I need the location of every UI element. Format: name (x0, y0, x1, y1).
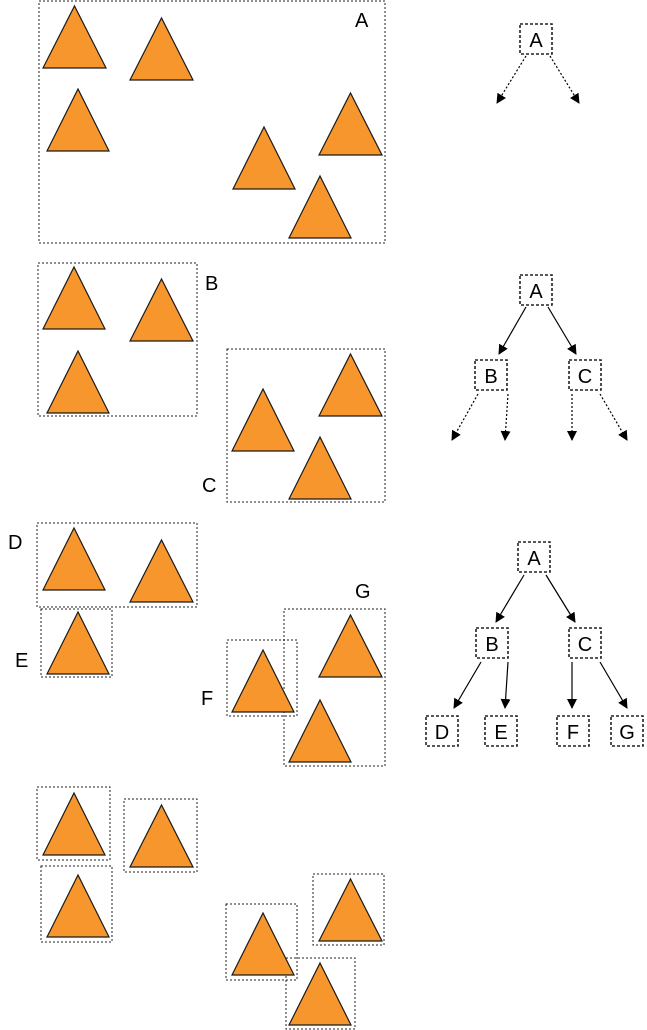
triangle (318, 352, 383, 417)
triangle (231, 911, 295, 976)
tree-node-a (519, 23, 553, 55)
bounding-box-c (226, 348, 386, 503)
tree-node-label-a: A (527, 548, 541, 570)
triangle (129, 16, 194, 81)
tree-node-c (568, 627, 602, 659)
tree-node-label-c: C (578, 634, 592, 656)
leaf-box (225, 903, 298, 981)
box-label-g: G (355, 581, 371, 603)
triangles-stage-1 (42, 4, 383, 239)
triangle (318, 91, 383, 156)
leaf-box (285, 957, 356, 1030)
tree-stage-3: A B C D E F G (425, 541, 644, 747)
tree-edge-pending (451, 393, 479, 441)
tree-node-label-g: G (619, 722, 635, 744)
tree-stage-2: A B C (451, 274, 628, 441)
tree-edge-pending (500, 393, 511, 441)
tree-edge (500, 661, 511, 709)
tree-node-a (517, 541, 551, 573)
triangle (318, 877, 383, 942)
triangle (46, 87, 110, 152)
box-label-d: D (8, 532, 22, 554)
stage-3: D E F G A B C D E (8, 522, 644, 767)
tree-edge (545, 574, 576, 623)
bounding-box-e (40, 608, 113, 678)
stage-1: A A (38, 0, 580, 244)
tree-node-label-f: F (567, 722, 579, 744)
tree-node-label-d: D (435, 722, 449, 744)
tree-edge-pending (599, 393, 628, 441)
triangle (46, 610, 110, 675)
triangles-stage-2 (42, 265, 383, 500)
triangle (42, 265, 106, 330)
triangle (46, 873, 110, 938)
leaf-box (36, 786, 111, 861)
tree-edge (599, 661, 628, 709)
tree-node-label-a: A (529, 281, 543, 303)
triangle (231, 648, 295, 713)
tree-node-c (568, 359, 602, 391)
tree-edge (495, 574, 525, 623)
tree-edge (498, 306, 527, 355)
stage-2: B C A B C (37, 262, 628, 503)
tree-stage-1: A (496, 23, 580, 104)
tree-node-label-e: E (494, 722, 507, 744)
leaf-box (312, 873, 385, 946)
triangle (42, 526, 106, 591)
tree-node-e (484, 715, 518, 747)
tree-node-label-b: B (484, 366, 497, 388)
box-label-c: C (202, 475, 216, 497)
box-label-b: B (205, 273, 218, 295)
triangle (46, 349, 110, 414)
tree-node-b (474, 359, 508, 391)
triangle (129, 277, 194, 342)
tree-edge (547, 306, 577, 355)
tree-node-d (425, 715, 459, 747)
triangle (318, 613, 383, 678)
tree-edge-pending (549, 55, 580, 104)
triangles-stage-4 (42, 791, 383, 1026)
stage-4 (36, 786, 385, 1030)
bounding-box-f (226, 639, 298, 717)
bounding-box-d (36, 522, 198, 608)
leaf-box (123, 798, 198, 873)
triangle (129, 538, 194, 603)
leaf-box (40, 865, 113, 943)
triangles-stage-3 (42, 526, 383, 763)
triangle (288, 435, 352, 500)
triangle (42, 791, 106, 856)
tree-node-a (519, 274, 553, 306)
box-label-e: E (15, 650, 28, 672)
triangle (42, 4, 107, 69)
tree-node-g (610, 715, 644, 747)
tree-node-label-c: C (578, 366, 592, 388)
box-label-f: F (201, 688, 213, 710)
tree-node-b (475, 627, 509, 659)
triangle (232, 125, 296, 190)
tree-edge (453, 661, 482, 709)
triangle (129, 803, 194, 868)
triangle (288, 698, 352, 763)
tree-node-label-a: A (529, 30, 543, 52)
tree-node-f (556, 715, 590, 747)
tree-node-label-b: B (485, 634, 498, 656)
tree-edge-pending (496, 55, 527, 104)
triangle (288, 961, 352, 1026)
bounding-box-g (283, 608, 386, 767)
triangle (231, 387, 295, 452)
bounding-box-a (38, 0, 386, 244)
triangle (288, 174, 352, 239)
box-label-a: A (355, 10, 369, 32)
